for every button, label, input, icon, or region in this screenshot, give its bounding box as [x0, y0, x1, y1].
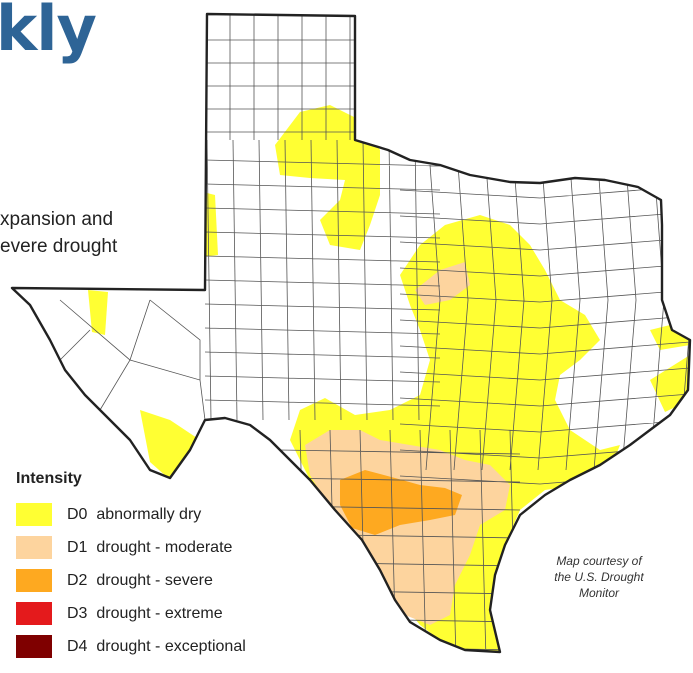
subtitle-line-2: evere drought — [0, 236, 118, 257]
legend-label-d1: D1 drought - moderate — [67, 538, 233, 556]
d2-areas — [340, 470, 462, 535]
legend: Intensity D0 abnormally dry D1 drought -… — [16, 470, 246, 663]
credit-line-1: Map courtesy of — [556, 554, 642, 568]
subtitle: xpansion and evere drought — [0, 206, 117, 260]
legend-item-d1: D1 drought - moderate — [16, 531, 246, 564]
credit-line-2: the U.S. Drought — [554, 570, 644, 584]
county-lines — [59, 14, 690, 652]
legend-label-d3: D3 drought - extreme — [67, 604, 223, 622]
credit-line-3: Monitor — [578, 586, 619, 600]
legend-title: Intensity — [16, 470, 82, 487]
legend-item-d2: D2 drought - severe — [16, 564, 246, 597]
legend-label-d2: D2 drought - severe — [67, 571, 213, 589]
map-credit: Map courtesy of the U.S. Drought Monitor — [540, 553, 658, 601]
legend-item-d4: D4 drought - exceptional — [16, 630, 246, 663]
legend-label-d4: D4 drought - exceptional — [67, 637, 246, 655]
drought-areas — [88, 105, 690, 652]
page-title-fragment: kly — [0, 0, 97, 65]
legend-swatch-d3 — [16, 602, 52, 625]
legend-item-d3: D3 drought - extreme — [16, 597, 246, 630]
legend-swatch-d1 — [16, 536, 52, 559]
legend-item-d0: D0 abnormally dry — [16, 498, 246, 531]
subtitle-line-1: xpansion and — [0, 209, 114, 230]
legend-label-d0: D0 abnormally dry — [67, 505, 202, 523]
legend-swatch-d4 — [16, 635, 52, 658]
legend-swatch-d0 — [16, 503, 52, 526]
legend-swatch-d2 — [16, 569, 52, 592]
